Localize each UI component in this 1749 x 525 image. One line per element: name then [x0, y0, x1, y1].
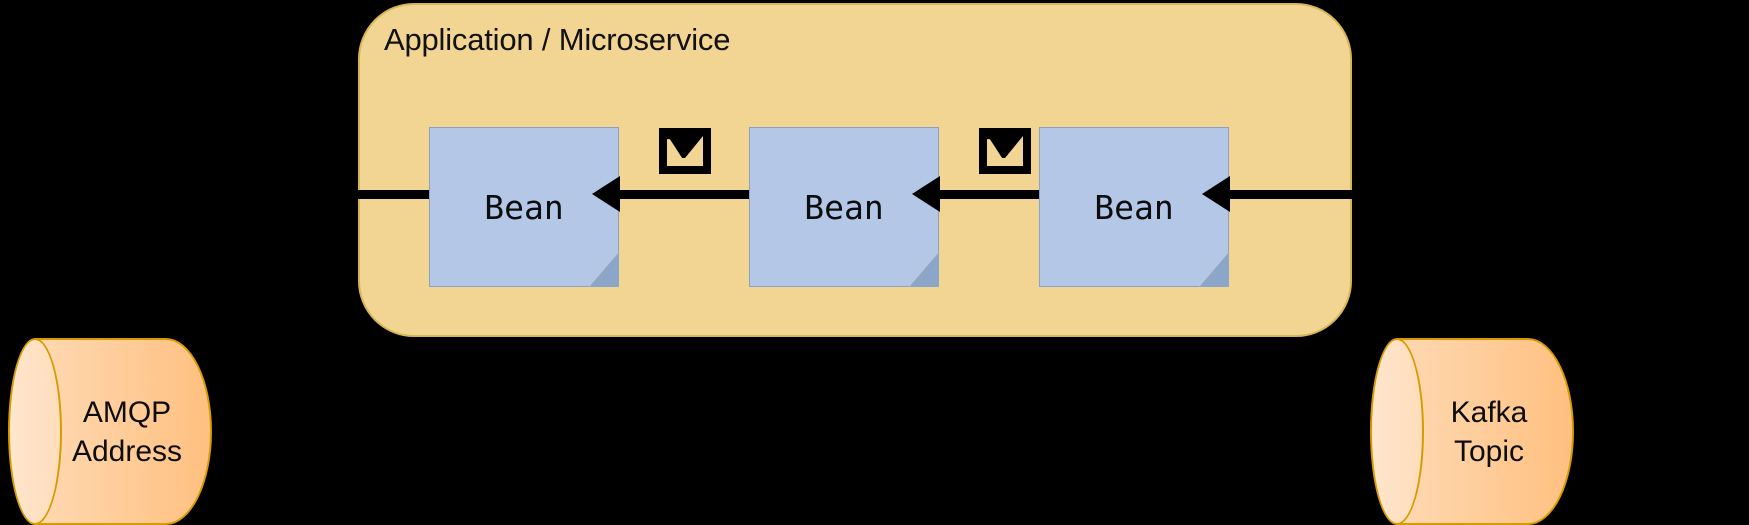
arrow-bean2-to-bean1-line: [620, 190, 750, 199]
arrow-inbound-right-line: [1230, 190, 1352, 199]
cylinder-body: [34, 338, 212, 525]
note-shape: [429, 127, 619, 287]
kafka-topic-cylinder[interactable]: Kafka Topic: [1370, 338, 1574, 525]
kafka-topic-line-1: Kafka: [1450, 395, 1528, 429]
bean-label-3: Bean: [1094, 187, 1174, 227]
cylinder-cap: [1370, 338, 1424, 525]
bean-box-3[interactable]: Bean: [1039, 127, 1229, 287]
amqp-address-line-2: Address: [71, 434, 183, 468]
cylinder-cap: [8, 338, 62, 525]
note-shape: [749, 127, 939, 287]
envelope-icon: [659, 128, 711, 174]
bean-label-2: Bean: [804, 187, 884, 227]
envelope-body: [659, 128, 711, 174]
note-shape: [1039, 127, 1229, 287]
kafka-topic-line-2: Topic: [1453, 434, 1525, 468]
bean-box-2[interactable]: Bean: [749, 127, 939, 287]
amqp-address-cylinder[interactable]: AMQP Address: [8, 338, 212, 525]
amqp-address-label: AMQP Address: [8, 338, 212, 525]
amqp-address-line-1: AMQP: [82, 395, 172, 429]
envelope-icon: [979, 128, 1031, 174]
envelope-body: [979, 128, 1031, 174]
application-microservice-title: Application / Microservice: [384, 22, 731, 57]
bean-box-1[interactable]: Bean: [429, 127, 619, 287]
cylinder-body: [1396, 338, 1574, 525]
bean-label-1: Bean: [484, 187, 564, 227]
arrow-inbound-left-line: [358, 190, 431, 199]
arrow-bean3-to-bean2-line: [940, 190, 1040, 199]
kafka-topic-label: Kafka Topic: [1370, 338, 1574, 525]
